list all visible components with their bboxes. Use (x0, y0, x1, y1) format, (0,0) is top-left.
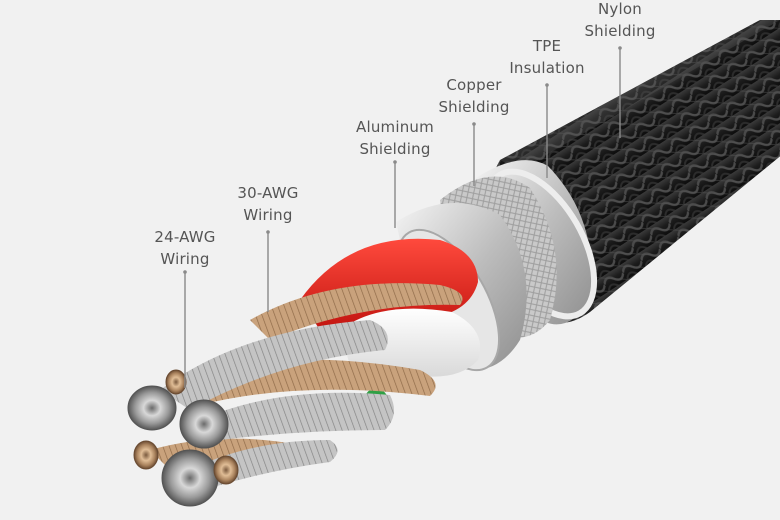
silver-24awg-strands (160, 320, 394, 488)
label-nylon-line2: Shielding (584, 22, 656, 40)
leader-lines (183, 46, 622, 388)
strand-ends (127, 369, 239, 507)
label-30awg-wiring: 30-AWG Wiring (213, 182, 323, 226)
label-30awg-line1: 30-AWG (237, 184, 299, 202)
label-tpe-line2: Insulation (509, 59, 585, 77)
label-aluminum-line2: Shielding (359, 140, 431, 158)
label-24awg-line2: Wiring (160, 250, 210, 268)
label-tpe-insulation: TPE Insulation (492, 35, 602, 79)
label-copper-line2: Shielding (438, 98, 510, 116)
label-tpe-line1: TPE (532, 37, 562, 55)
label-24awg-line1: 24-AWG (154, 228, 216, 246)
label-30awg-line2: Wiring (243, 206, 293, 224)
label-copper-shielding: Copper Shielding (414, 74, 534, 118)
label-copper-line1: Copper (446, 76, 502, 94)
label-aluminum-shielding: Aluminum Shielding (335, 116, 455, 160)
label-nylon-shielding: Nylon Shielding (565, 0, 675, 42)
label-nylon-line1: Nylon (598, 0, 642, 18)
label-24awg-wiring: 24-AWG Wiring (130, 226, 240, 270)
label-aluminum-line1: Aluminum (356, 118, 434, 136)
